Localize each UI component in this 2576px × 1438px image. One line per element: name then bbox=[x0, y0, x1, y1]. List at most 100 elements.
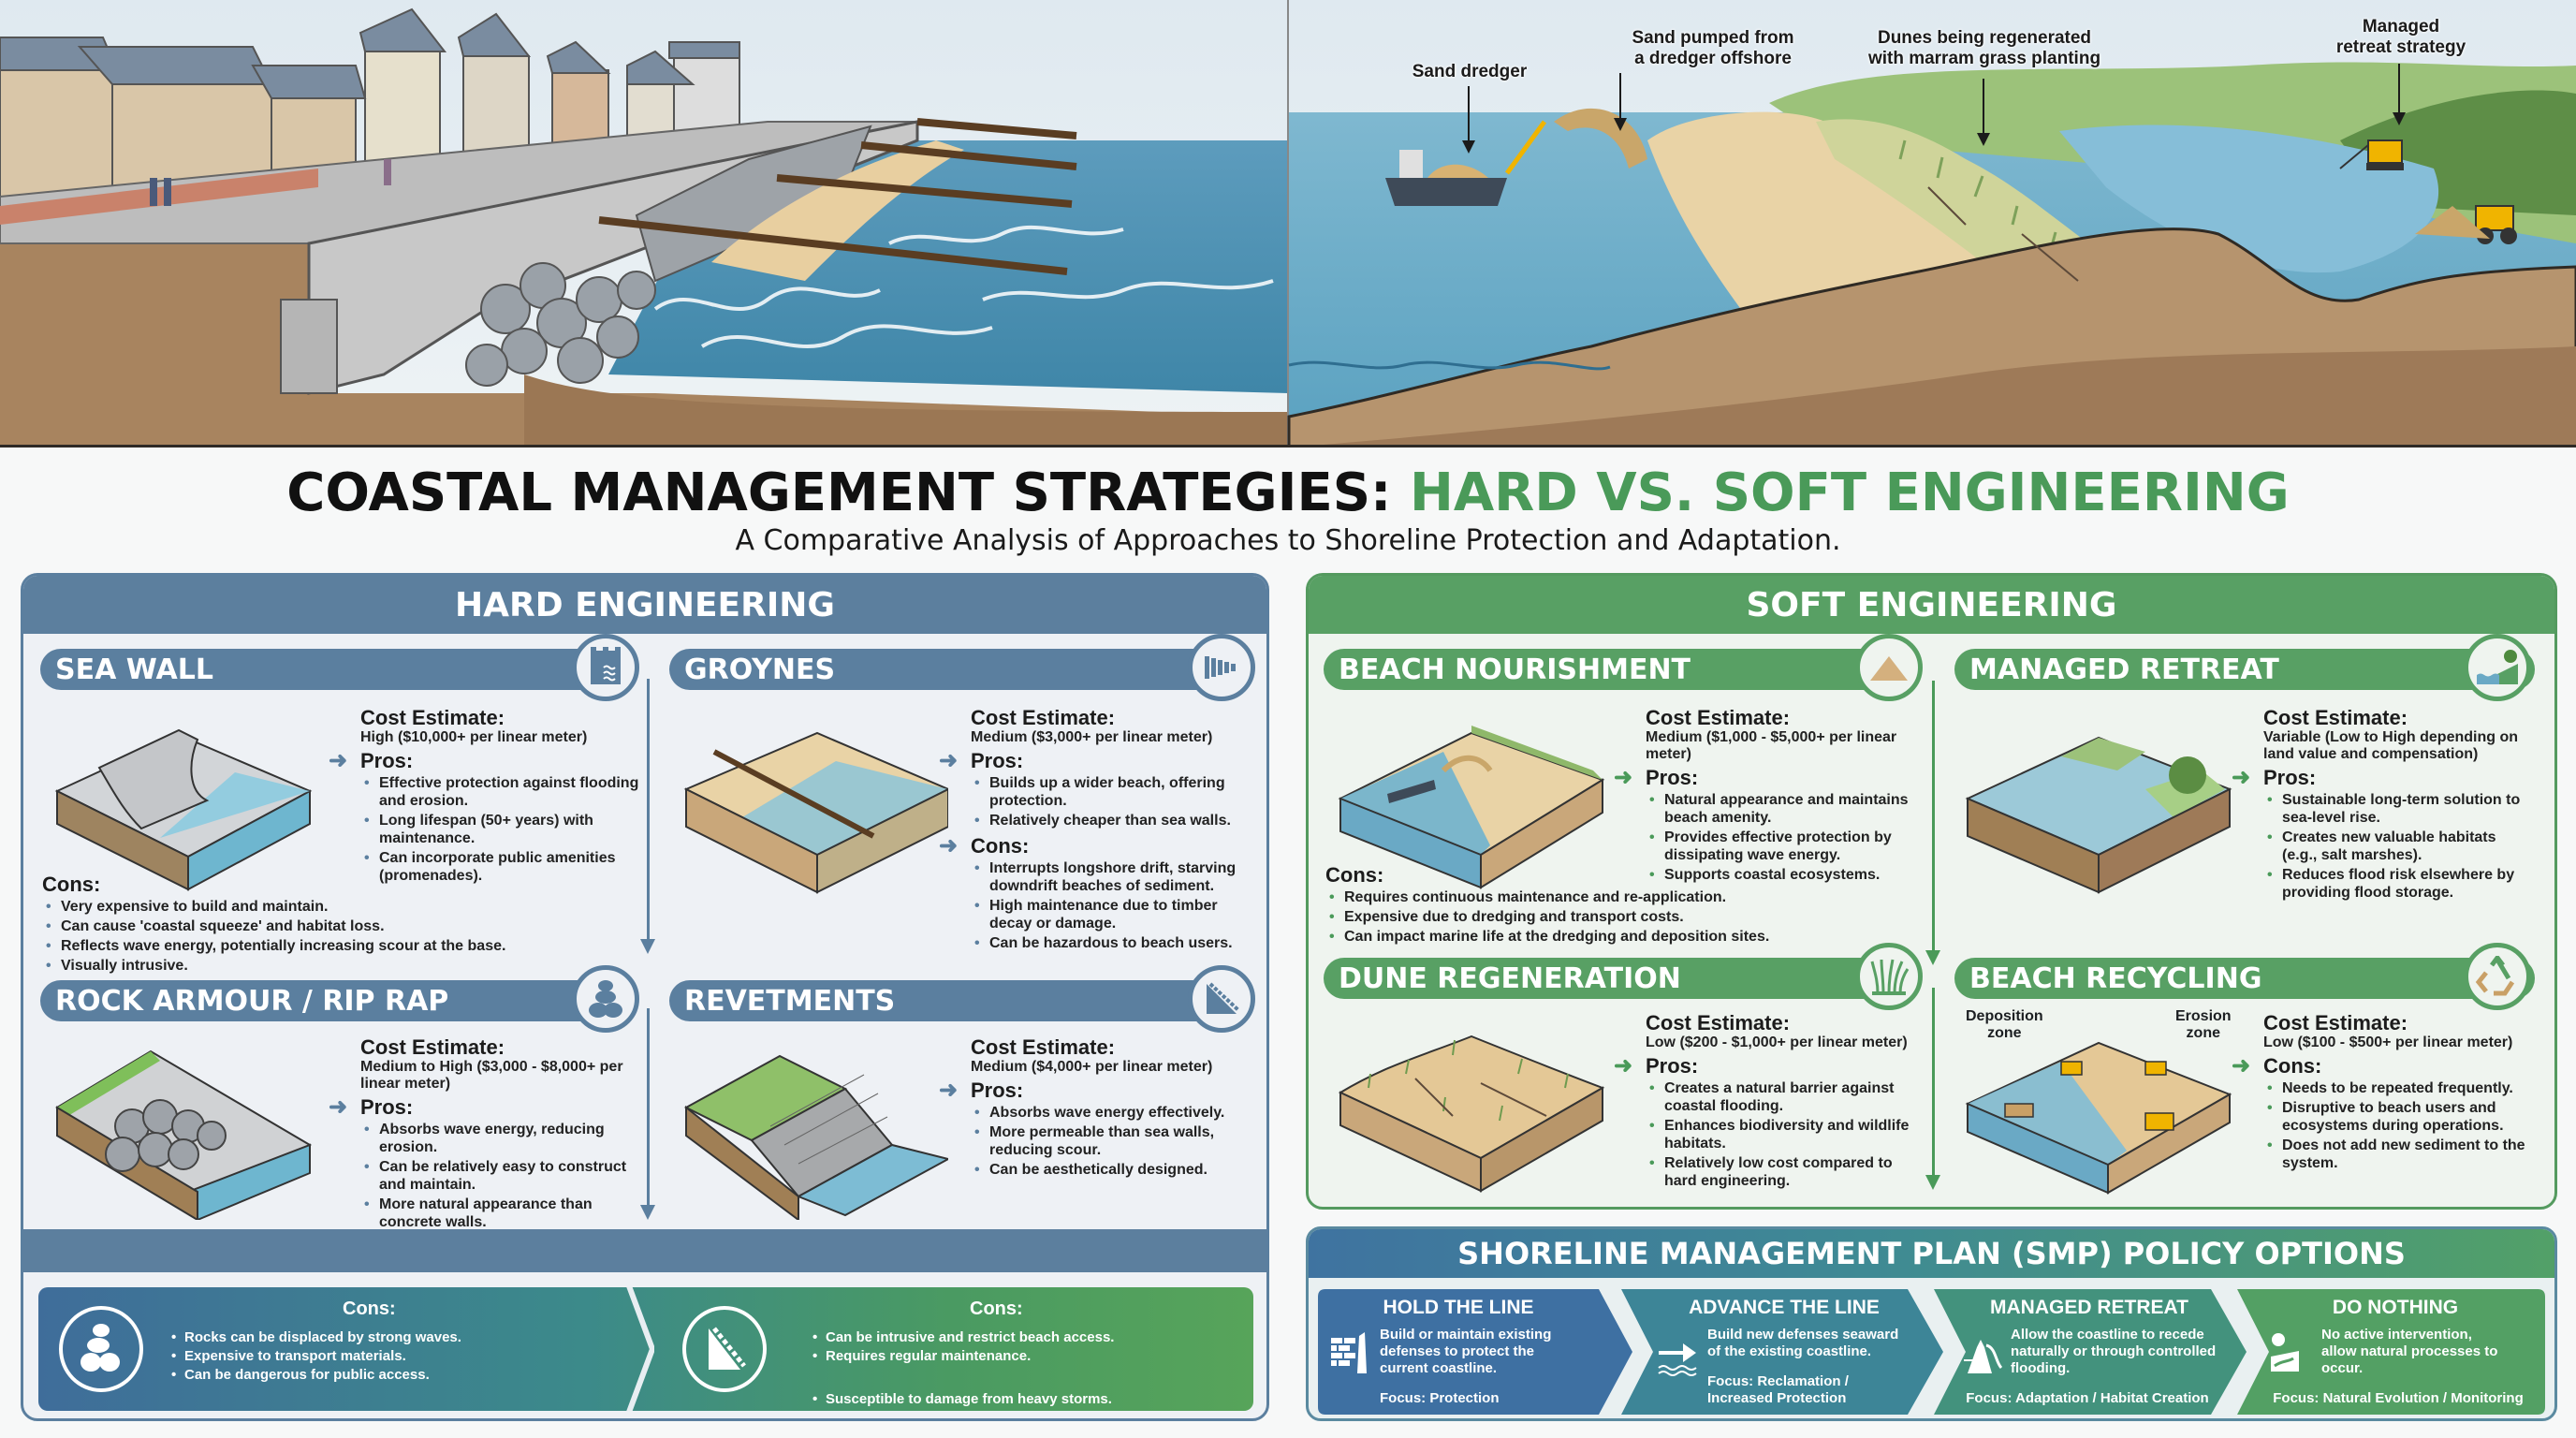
rock-armour-illustration bbox=[48, 1042, 319, 1224]
cons-block: Cons: Very expensive to build and mainta… bbox=[42, 873, 641, 980]
pros-label: ➜Pros: bbox=[939, 748, 1024, 773]
list-item: Rocks can be displaced by strong waves. bbox=[169, 1328, 461, 1347]
cost-label: Cost Estimate: bbox=[1646, 1011, 1791, 1034]
cost-label: Cost Estimate: bbox=[2263, 706, 2408, 729]
footer-cons-rock-armour: Cons: Rocks can be displaced by strong w… bbox=[38, 1287, 637, 1411]
list-item: Reflects wave energy, potentially increa… bbox=[42, 937, 641, 955]
pros-list: Effective protection against flooding an… bbox=[360, 774, 641, 885]
groynes-icon bbox=[1188, 634, 1255, 701]
cons-list: Requires continuous maintenance and re-a… bbox=[1325, 888, 1925, 946]
option-title: MANAGED RETREAT bbox=[1990, 1297, 2188, 1318]
option-focus: Focus: Natural Evolution / Monitoring bbox=[2273, 1390, 2524, 1406]
pros-list: Natural appearance and maintains beach a… bbox=[1646, 791, 1936, 884]
cons-list: Needs to be repeated frequently. Disrupt… bbox=[2263, 1079, 2535, 1172]
option-focus: Focus: Protection bbox=[1380, 1390, 1500, 1406]
card-groynes: GROYNES Cost Estimate: Medium ($3,000+ p… bbox=[669, 634, 1259, 967]
card-title: SEA WALL bbox=[40, 649, 630, 690]
option-title: ADVANCE THE LINE bbox=[1689, 1297, 1880, 1318]
list-item: Can be aesthetically designed. bbox=[971, 1161, 1251, 1179]
footer-band bbox=[23, 1229, 1266, 1272]
card-title: REVETMENTS bbox=[669, 980, 1250, 1021]
pros-list: Creates a natural barrier against coasta… bbox=[1646, 1079, 1926, 1190]
list-item: Expensive due to dredging and transport … bbox=[1325, 908, 1925, 926]
cost-pros-cons: Cost Estimate: Medium ($3,000+ per linea… bbox=[939, 707, 1251, 958]
pros-label: ➜Pros: bbox=[1614, 1053, 1699, 1078]
list-item: Creates a natural barrier against coasta… bbox=[1646, 1079, 1926, 1115]
cons-label: Cons: bbox=[42, 873, 101, 896]
option-description: No active intervention, allow natural pr… bbox=[2321, 1327, 2498, 1376]
cons-label: ➜Cons: bbox=[939, 833, 1030, 858]
option-focus: Focus: Adaptation / Habitat Creation bbox=[1966, 1390, 2209, 1406]
cost-label: Cost Estimate: bbox=[360, 1035, 505, 1059]
marram-grass-icon bbox=[1855, 943, 1923, 1010]
list-item: Builds up a wider beach, offering protec… bbox=[971, 774, 1251, 810]
annotation-managed-retreat: Managed retreat strategy bbox=[2335, 17, 2466, 57]
option-title: HOLD THE LINE bbox=[1383, 1297, 1534, 1318]
soft-engineering-panel: SOFT ENGINEERING BEACH NOURISHMENT Cost … bbox=[1306, 573, 2557, 1210]
cost-and-pros: Cost Estimate: Variable (Low to High dep… bbox=[2232, 706, 2535, 907]
cons-block: Cons: Requires continuous maintenance an… bbox=[1325, 864, 1925, 951]
annotation-arrow bbox=[1462, 86, 1475, 154]
list-item: Supports coastal ecosystems. bbox=[1646, 866, 1936, 884]
smp-option-hold-the-line: HOLD THE LINE Build or maintain existing… bbox=[1318, 1289, 1632, 1415]
list-item: Requires regular maintenance. bbox=[811, 1347, 1114, 1366]
sea-wall-illustration bbox=[48, 707, 319, 898]
cons-list: Interrupts longshore drift, starving dow… bbox=[971, 859, 1251, 952]
cost-and-cons: Cost Estimate: Low ($100 - $500+ per lin… bbox=[2232, 1011, 2535, 1178]
list-item: Visually intrusive. bbox=[42, 957, 641, 975]
annotation-arrow bbox=[2393, 64, 2406, 125]
pros-label: ➜Pros: bbox=[329, 748, 414, 773]
pros-list: Absorbs wave energy effectively. More pe… bbox=[971, 1104, 1251, 1179]
smp-option-advance-the-line: ADVANCE THE LINE Build new defenses seaw… bbox=[1616, 1289, 1943, 1415]
list-item: Absorbs wave energy, reducing erosion. bbox=[360, 1121, 641, 1156]
hard-engineering-panel: HARD ENGINEERING SEA WALL Cost Estimate:… bbox=[21, 573, 1269, 1421]
arrow-right-icon: ➜ bbox=[2232, 1053, 2251, 1078]
dredger-ship bbox=[1385, 120, 1547, 206]
pros-label: ➜Pros: bbox=[1614, 765, 1699, 790]
list-item: Effective protection against flooding an… bbox=[360, 774, 641, 810]
cons-label: Cons: bbox=[1325, 863, 1384, 887]
cost-value: Medium ($3,000+ per linear meter) bbox=[971, 729, 1213, 745]
pros-list: Absorbs wave energy, reducing erosion. C… bbox=[360, 1121, 641, 1231]
list-item: Expensive to transport materials. bbox=[169, 1347, 461, 1366]
smp-header: SHORELINE MANAGEMENT PLAN (SMP) POLICY O… bbox=[1309, 1229, 2554, 1278]
footer-cons-row: Cons: Rocks can be displaced by strong w… bbox=[38, 1287, 1253, 1411]
list-item: Enhances biodiversity and wildlife habit… bbox=[1646, 1117, 1926, 1152]
list-item: Disruptive to beach users and ecosystems… bbox=[2263, 1099, 2535, 1135]
card-sea-wall: SEA WALL Cost Estimate: High ($10,000+ p… bbox=[40, 634, 649, 975]
revetment-slope-icon bbox=[1188, 965, 1255, 1033]
cost-label: Cost Estimate: bbox=[1646, 706, 1791, 729]
card-revetments: REVETMENTS Cost Estimate: Medium ($4,000… bbox=[669, 965, 1259, 1224]
cons-list: Can be intrusive and restrict beach acce… bbox=[811, 1328, 1114, 1409]
list-item: More permeable than sea walls, reducing … bbox=[971, 1123, 1251, 1159]
cost-value: Medium to High ($3,000 - $8,000+ per lin… bbox=[360, 1059, 623, 1092]
list-item: Can be dangerous for public access. bbox=[169, 1366, 461, 1385]
hard-cons-footer: Cons: Rocks can be displaced by strong w… bbox=[23, 1229, 1266, 1418]
flow-arrow bbox=[1925, 988, 1940, 1190]
cost-label: Cost Estimate: bbox=[360, 706, 505, 729]
smp-options-row: HOLD THE LINE Build or maintain existing… bbox=[1318, 1289, 2545, 1415]
cost-and-pros: Cost Estimate: High ($10,000+ per linear… bbox=[329, 706, 641, 890]
arrow-right-icon: ➜ bbox=[2232, 765, 2251, 790]
cons-label: ➜Cons: bbox=[2232, 1053, 2322, 1078]
brick-wall-icon bbox=[1331, 1332, 1368, 1378]
card-title: BEACH RECYCLING bbox=[1954, 958, 2535, 999]
option-title: DO NOTHING bbox=[2332, 1297, 2459, 1318]
list-item: Natural appearance and maintains beach a… bbox=[1646, 791, 1936, 827]
cost-value: Medium ($4,000+ per linear meter) bbox=[971, 1059, 1213, 1075]
pros-label: ➜Pros: bbox=[939, 1078, 1024, 1103]
cost-value: Low ($100 - $500+ per linear meter) bbox=[2263, 1034, 2513, 1050]
pros-label: ➜Pros: bbox=[2232, 765, 2317, 790]
footer-cons-revetments: Cons: Can be intrusive and restrict beac… bbox=[656, 1287, 1253, 1411]
rock-stack-icon bbox=[572, 965, 639, 1033]
option-description: Build or maintain existing defenses to p… bbox=[1380, 1327, 1552, 1376]
list-item: Relatively cheaper than sea walls. bbox=[971, 812, 1251, 829]
hero-illustration: Sand dredger Sand pumped from a dredger … bbox=[0, 0, 2576, 448]
list-item: Can cause 'coastal squeeze' and habitat … bbox=[42, 917, 641, 935]
cons-label: Cons: bbox=[970, 1299, 1023, 1319]
pros-label: ➜Pros: bbox=[329, 1094, 414, 1120]
cons-list: Very expensive to build and maintain. Ca… bbox=[42, 898, 641, 975]
cost-label: Cost Estimate: bbox=[2263, 1011, 2408, 1034]
list-item: High maintenance due to timber decay or … bbox=[971, 897, 1251, 932]
natural-process-icon bbox=[2269, 1332, 2306, 1384]
